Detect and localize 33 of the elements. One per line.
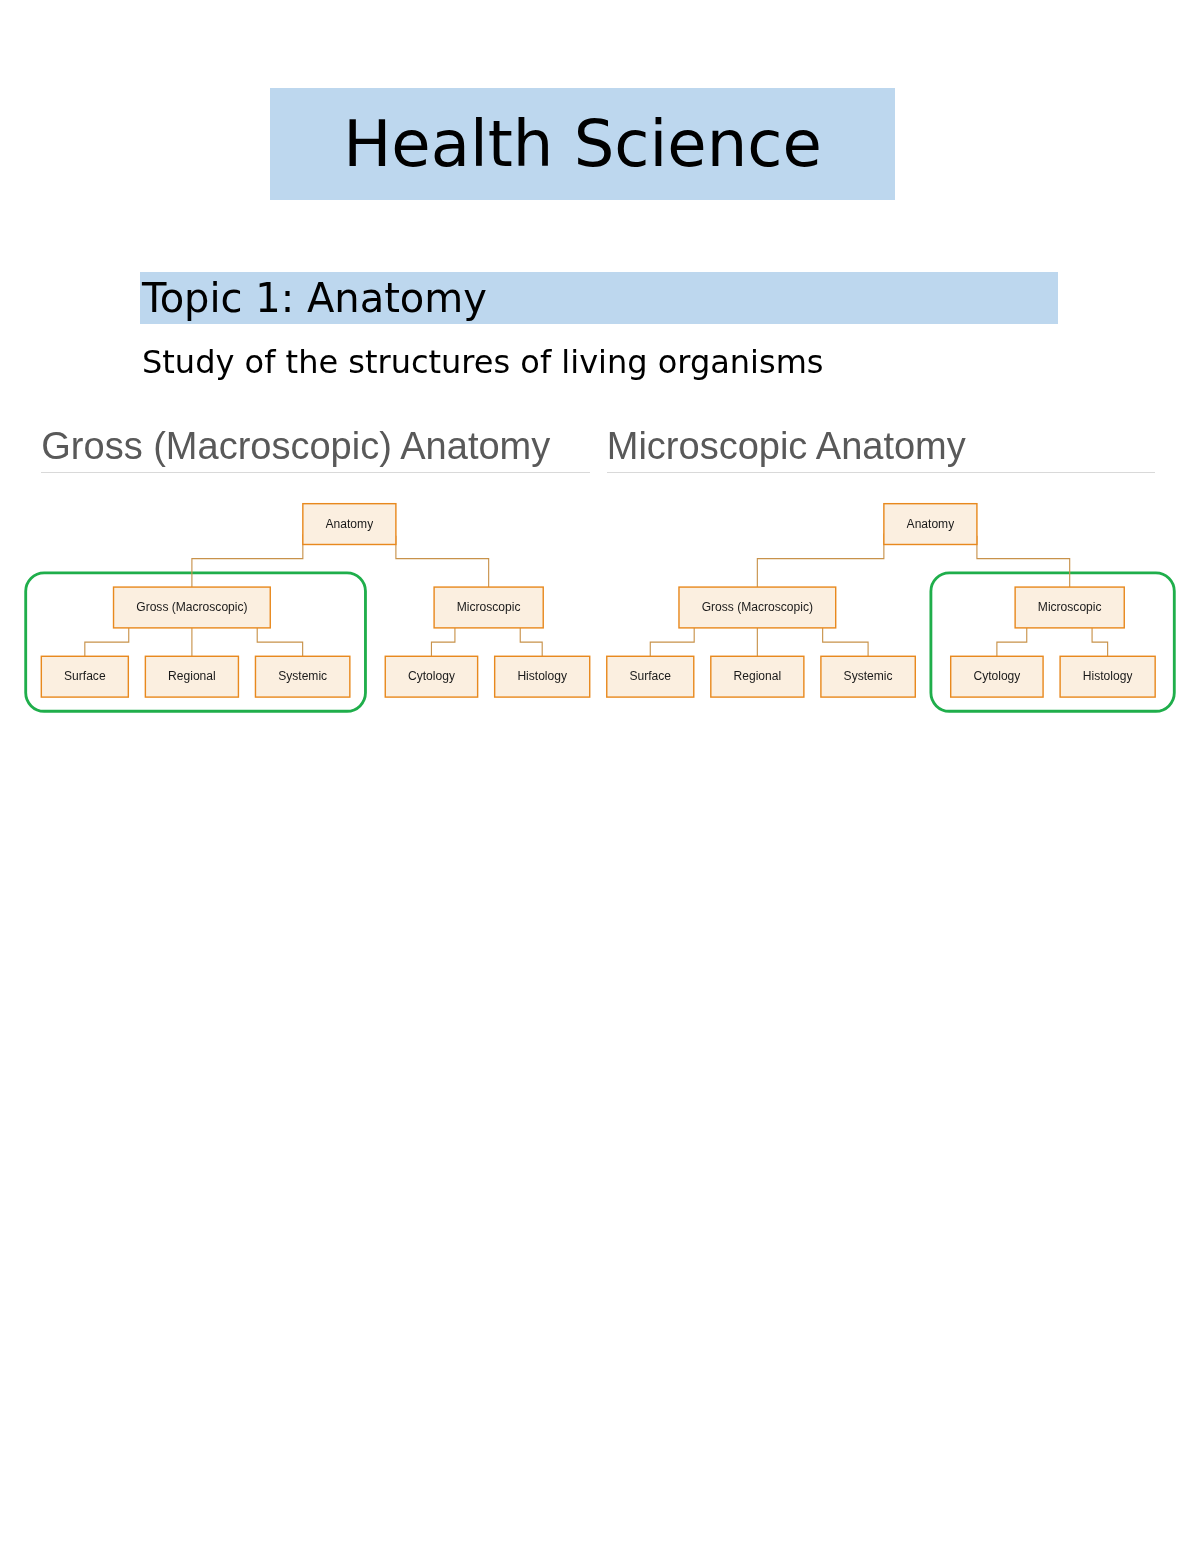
connector [256,627,304,657]
connector [519,627,543,657]
node-box: Gross (Macroscopic) [678,586,837,629]
node-box: Gross (Macroscopic) [112,586,271,629]
node-box: Surface [40,655,130,698]
node-box: Microscopic [1014,586,1125,629]
node-box: Histology [1059,655,1156,698]
connector [756,627,758,657]
cluster [929,571,1176,713]
title-heading: Health Science [270,88,895,200]
node-box: Anatomy [883,502,978,546]
node-box: Systemic [820,655,916,698]
connector [430,627,456,657]
node-box: Systemic [254,655,351,698]
connector [649,627,695,657]
node-box: Microscopic [433,586,544,629]
node-box: Histology [493,655,591,698]
connector [84,627,130,657]
node-box: Surface [606,655,695,698]
connector [1091,627,1109,657]
node-box: Anatomy [302,502,397,546]
connector [996,627,1028,657]
subtitle-text: Study of the structures of living organisms [142,342,824,383]
node-box: Cytology [384,655,479,698]
topic-heading: Topic 1: Anatomy [140,272,1058,324]
node-box: Cytology [950,655,1044,698]
connector [191,627,193,657]
connector [822,627,869,657]
node-box: Regional [144,655,240,698]
section-heading: Gross (Macroscopic) Anatomy [41,420,590,473]
node-box: Regional [710,655,805,698]
section-heading: Microscopic Anatomy [606,420,1156,473]
cluster [24,571,367,713]
